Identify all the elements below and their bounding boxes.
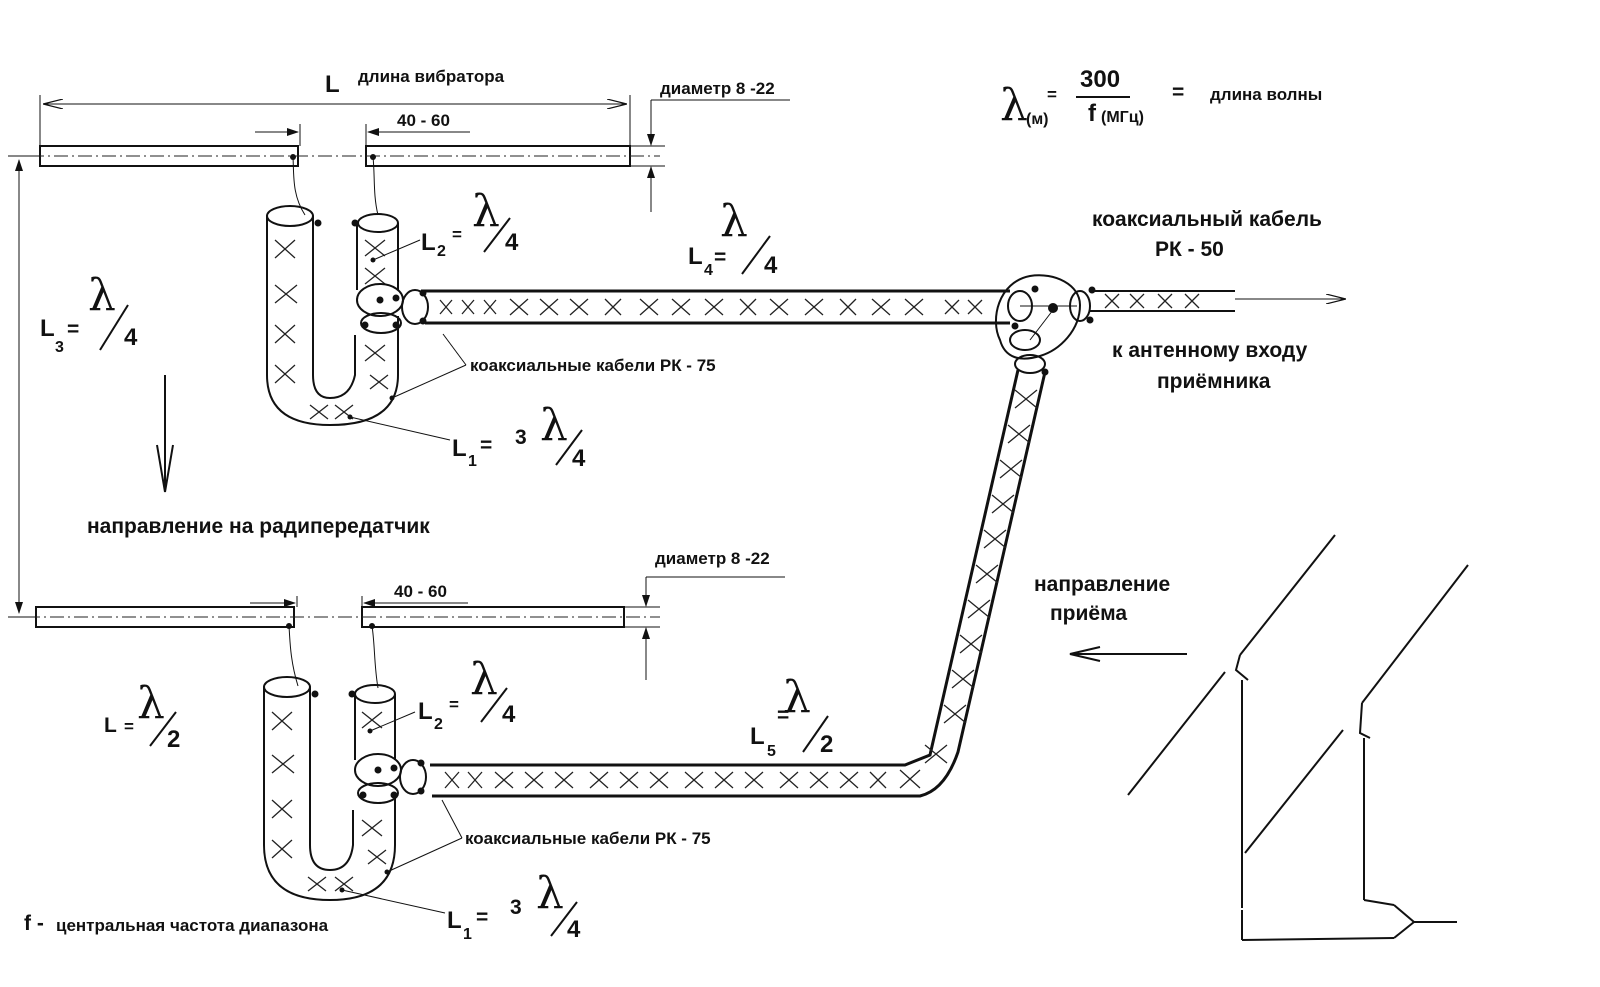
- coax-L5: [430, 369, 1047, 798]
- svg-text:4: 4: [572, 445, 586, 472]
- formula-eq-1: =: [1047, 85, 1057, 104]
- svg-text:4: 4: [505, 229, 519, 256]
- diameter-label-top: диаметр 8 -22: [660, 79, 775, 98]
- gap-label-bottom: 40 - 60: [394, 582, 447, 601]
- lambda-symbol: λ: [1000, 80, 1028, 131]
- svg-text:=: =: [452, 225, 462, 244]
- to-receiver-label-2: приёмника: [1157, 370, 1271, 393]
- to-receiver-label-1: к антенному входу: [1112, 339, 1308, 362]
- svg-text:5: 5: [767, 743, 776, 760]
- formula-f: f: [1088, 100, 1097, 127]
- formula-f-unit: (МГц): [1101, 109, 1144, 126]
- svg-text:L: L: [421, 229, 436, 256]
- coax75-label-top: коаксиальные кабели РК - 75: [470, 356, 716, 375]
- vibrator-length-label: длина вибратора: [358, 67, 505, 86]
- svg-text:L: L: [447, 907, 462, 934]
- top-u-loop: [266, 205, 429, 427]
- lambda-symbol: λ: [783, 672, 811, 723]
- svg-text:3: 3: [55, 339, 64, 356]
- coax-L4: [421, 289, 1010, 325]
- formula-eq-2: =: [1172, 81, 1184, 104]
- lambda-symbol: λ: [536, 868, 564, 919]
- svg-text:2: 2: [437, 243, 446, 260]
- svg-text:=: =: [124, 717, 134, 736]
- lambda-symbol: λ: [472, 186, 500, 237]
- lambda-symbol: λ: [540, 400, 568, 451]
- diameter-label-bottom: диаметр 8 -22: [655, 549, 770, 568]
- svg-text:=: =: [476, 906, 488, 929]
- direction-receive-label-1: направление: [1034, 573, 1170, 596]
- L3-dimension: [8, 155, 40, 618]
- gap-label-top: 40 - 60: [397, 111, 450, 130]
- formula-result: длина волны: [1210, 85, 1322, 104]
- svg-text:4: 4: [704, 262, 713, 279]
- lambda-symbol: λ: [137, 678, 165, 729]
- svg-text:2: 2: [434, 716, 443, 733]
- formula-L1-bottom: L 1 = 3 λ 4: [447, 868, 581, 943]
- wavelength-formula: λ (м) = 300 f (МГц) = длина волны: [1000, 66, 1322, 131]
- cable-junction: [995, 274, 1096, 376]
- svg-text:=: =: [714, 246, 726, 269]
- f-definition: центральная частота диапазона: [56, 916, 329, 935]
- formula-L-half: L = λ 2: [104, 678, 180, 753]
- direction-receive-label-2: приёма: [1050, 602, 1127, 625]
- svg-text:2: 2: [167, 726, 180, 753]
- svg-text:1: 1: [463, 926, 472, 943]
- bottom-u-loop: [263, 676, 427, 902]
- coax75-label-bottom: коаксиальные кабели РК - 75: [465, 829, 711, 848]
- svg-text:L: L: [40, 315, 55, 342]
- array-sketch: [1127, 534, 1469, 941]
- diameter-dimension-top: [630, 99, 790, 212]
- svg-text:L: L: [688, 243, 703, 270]
- diameter-dimension-bottom: [624, 576, 785, 680]
- formula-L1-top: L 1 = 3 λ 4: [452, 400, 586, 472]
- f-letter: f -: [24, 912, 44, 935]
- svg-text:4: 4: [502, 701, 516, 728]
- formula-L4: L 4 = λ 4: [688, 196, 778, 279]
- leader-lines: [341, 239, 467, 914]
- lambda-symbol: λ: [470, 654, 498, 705]
- svg-text:L: L: [104, 714, 117, 737]
- L-letter: L: [325, 71, 340, 98]
- direction-transmitter-label: направление на радипередатчик: [87, 515, 430, 538]
- svg-text:4: 4: [124, 324, 138, 351]
- top-dipole: [30, 145, 660, 216]
- formula-L2-top: L 2 = λ 4: [421, 186, 519, 260]
- bottom-dipole: [26, 606, 660, 689]
- svg-text:3: 3: [515, 426, 527, 449]
- direction-down-arrow: [156, 375, 174, 493]
- coax50-label-1: коаксиальный кабель: [1092, 208, 1322, 231]
- formula-L2-bottom: L 2 = λ 4: [418, 654, 516, 733]
- svg-text:L: L: [750, 723, 765, 750]
- svg-text:=: =: [449, 695, 459, 714]
- formula-L3: L 3 = λ 4: [40, 270, 138, 356]
- svg-text:L: L: [452, 435, 467, 462]
- svg-text:=: =: [480, 434, 492, 457]
- svg-text:3: 3: [510, 896, 522, 919]
- gap-dimension-bottom: [250, 596, 468, 607]
- svg-text:=: =: [67, 318, 79, 341]
- svg-text:=: =: [777, 704, 789, 727]
- gap-dimension-top: [255, 124, 470, 146]
- vibrator-length-dimension: [39, 95, 631, 150]
- svg-text:4: 4: [764, 252, 778, 279]
- formula-numerator: 300: [1080, 66, 1120, 93]
- svg-text:L: L: [418, 698, 433, 725]
- lambda-symbol: λ: [720, 196, 748, 247]
- svg-text:2: 2: [820, 731, 833, 758]
- coax50-label-2: РК - 50: [1155, 238, 1224, 261]
- lambda-unit: (м): [1026, 111, 1049, 128]
- lambda-symbol: λ: [88, 270, 116, 321]
- formula-L5: L 5 = λ 2: [750, 672, 833, 760]
- svg-text:4: 4: [567, 916, 581, 943]
- svg-text:1: 1: [468, 453, 477, 470]
- reception-direction-arrow: [1069, 646, 1187, 662]
- coax-RK50-output: [1090, 290, 1345, 312]
